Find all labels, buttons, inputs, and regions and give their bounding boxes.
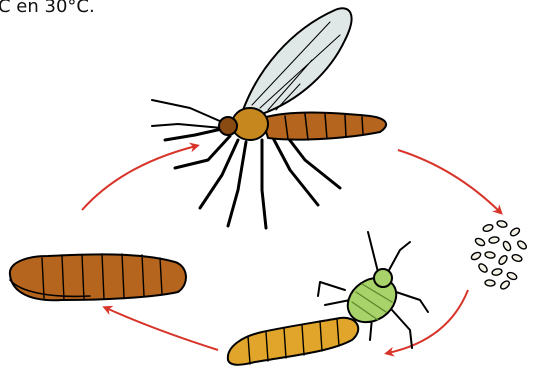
midge-wing [243,8,352,114]
arrow-larva-to-pupa [106,308,218,350]
aphid-head [374,269,392,287]
midge-head [219,117,237,135]
arrow-pupa-to-adult [82,146,196,210]
arrow-eggs-to-larva [388,290,468,353]
midge-abdomen [262,113,386,140]
midge-antennae [152,100,222,128]
eggs-illustration [470,220,528,291]
adult-midge-illustration [152,8,386,228]
pupa-illustration [10,254,186,300]
larva-feeding-on-aphid-illustration [228,232,428,365]
arrow-adult-to-eggs [398,150,500,212]
midge-legs [165,128,340,228]
